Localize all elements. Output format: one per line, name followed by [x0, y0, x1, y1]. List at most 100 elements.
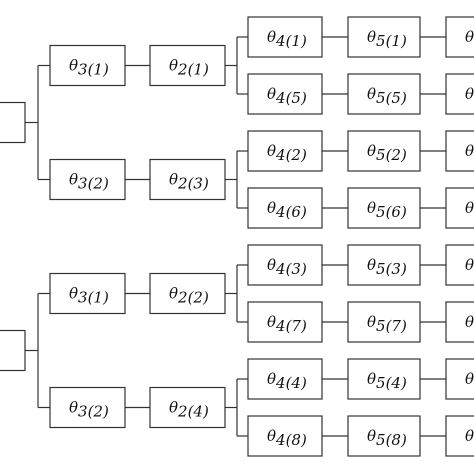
theta2-node-subscript: 2(3)	[177, 175, 209, 193]
theta5-node-subscript: 5(8)	[376, 431, 407, 449]
theta4-node-label: θ4(4)	[267, 370, 307, 392]
theta5-node: θ5(2)	[347, 130, 421, 172]
theta4-node-subscript: 4(2)	[275, 146, 307, 164]
theta3-node-symbol: θ	[69, 57, 78, 75]
theta2-node-symbol: θ	[169, 57, 178, 75]
theta5-node-symbol: θ	[367, 427, 376, 445]
theta4-node-subscript: 4(8)	[275, 431, 307, 449]
theta3-node-box	[49, 386, 126, 429]
theta3-node: θ3(2)	[49, 386, 126, 429]
theta5-node: θ5(1)	[347, 16, 421, 58]
theta2-node-label: θ2(2)	[169, 285, 209, 307]
theta5-node-box	[347, 358, 421, 400]
theta6-node-symbol: θ	[465, 28, 474, 46]
theta4-node: θ4(1)	[247, 16, 323, 58]
theta4-node-box	[247, 301, 323, 343]
theta5-node-label: θ5(1)	[367, 28, 407, 50]
theta6-node-box	[445, 73, 474, 115]
theta5-node-subscript: 5(4)	[376, 374, 407, 392]
theta6-node: θ	[445, 358, 474, 400]
theta3-node-label: θ3(1)	[69, 57, 109, 79]
theta6-node: θ	[445, 415, 474, 457]
theta2-node: θ2(1)	[149, 44, 226, 87]
theta5-node: θ5(4)	[347, 358, 421, 400]
theta4-node-symbol: θ	[267, 199, 276, 217]
theta5-node-label: θ5(5)	[367, 85, 407, 107]
theta5-node-box	[347, 73, 421, 115]
theta4-node-symbol: θ	[267, 256, 276, 274]
theta4-node: θ4(7)	[247, 301, 323, 343]
theta5-node: θ5(6)	[347, 187, 421, 229]
connector-lines	[25, 36, 446, 437]
theta3-node: θ3(1)	[49, 44, 126, 87]
theta3-node-label: θ3(2)	[69, 399, 109, 421]
theta5-node: θ5(5)	[347, 73, 421, 115]
root-node	[0, 101, 26, 144]
theta5-node-label: θ5(8)	[367, 427, 407, 449]
theta5-node-label: θ5(6)	[367, 199, 407, 221]
theta2-node: θ2(3)	[149, 158, 226, 201]
theta4-node: θ4(8)	[247, 415, 323, 457]
theta6-node-label: θ	[465, 199, 474, 217]
theta2-node-label: θ2(3)	[169, 171, 209, 193]
theta2-node-box	[149, 386, 226, 429]
theta2-node: θ2(4)	[149, 386, 226, 429]
theta5-node-subscript: 5(7)	[376, 317, 407, 335]
theta5-node-label: θ5(7)	[367, 313, 407, 335]
theta5-node-box	[347, 415, 421, 457]
theta4-node-label: θ4(1)	[267, 28, 307, 50]
theta4-node-symbol: θ	[267, 85, 276, 103]
theta3-node-subscript: 3(2)	[78, 175, 109, 193]
theta6-node: θ	[445, 73, 474, 115]
theta4-node: θ4(2)	[247, 130, 323, 172]
theta2-node-box	[149, 44, 226, 87]
theta6-node-symbol: θ	[465, 313, 474, 331]
theta6-node: θ	[445, 187, 474, 229]
theta4-node-box	[247, 358, 323, 400]
theta6-node-label: θ	[465, 313, 474, 331]
diagram-nodes: θ3(1)θ2(1)θ4(1)θ5(1)θθ4(5)θ5(5)θθ3(2)θ2(…	[0, 16, 474, 457]
theta5-node-symbol: θ	[367, 313, 376, 331]
theta3-node-box	[49, 44, 126, 87]
theta4-node-box	[247, 415, 323, 457]
theta3-node: θ3(2)	[49, 158, 126, 201]
theta6-node-box	[445, 301, 474, 343]
theta5-node-box	[347, 187, 421, 229]
root-node-box	[0, 101, 26, 144]
theta5-node-subscript: 5(1)	[376, 32, 407, 50]
theta6-node: θ	[445, 16, 474, 58]
theta2-node-symbol: θ	[169, 171, 178, 189]
theta2-node-label: θ2(4)	[169, 399, 209, 421]
root-node-box	[0, 329, 26, 372]
theta5-node-symbol: θ	[367, 370, 376, 388]
theta6-node: θ	[445, 130, 474, 172]
theta5-node: θ5(7)	[347, 301, 421, 343]
theta5-node-box	[347, 301, 421, 343]
theta4-node-label: θ4(5)	[267, 85, 307, 107]
theta4-node-box	[247, 187, 323, 229]
theta4-node-symbol: θ	[267, 370, 276, 388]
theta4-node-label: θ4(7)	[267, 313, 307, 335]
theta4-node-symbol: θ	[267, 28, 276, 46]
theta5-node: θ5(3)	[347, 244, 421, 286]
theta5-node-symbol: θ	[367, 199, 376, 217]
theta6-node-box	[445, 130, 474, 172]
theta2-node: θ2(2)	[149, 272, 226, 315]
theta4-node-label: θ4(8)	[267, 427, 307, 449]
theta3-node-box	[49, 158, 126, 201]
theta3-node-label: θ3(2)	[69, 171, 109, 193]
theta5-node-box	[347, 16, 421, 58]
theta5-node: θ5(8)	[347, 415, 421, 457]
theta5-node-symbol: θ	[367, 85, 376, 103]
theta3-node-symbol: θ	[69, 399, 78, 417]
theta2-node-subscript: 2(1)	[177, 61, 209, 79]
theta5-node-subscript: 5(3)	[376, 260, 407, 278]
theta5-node-label: θ5(3)	[367, 256, 407, 278]
theta4-node-symbol: θ	[267, 142, 276, 160]
theta3-node-symbol: θ	[69, 285, 78, 303]
theta3-node-symbol: θ	[69, 171, 78, 189]
theta2-node-symbol: θ	[169, 399, 178, 417]
theta4-node-label: θ4(3)	[267, 256, 307, 278]
theta4-node-box	[247, 244, 323, 286]
